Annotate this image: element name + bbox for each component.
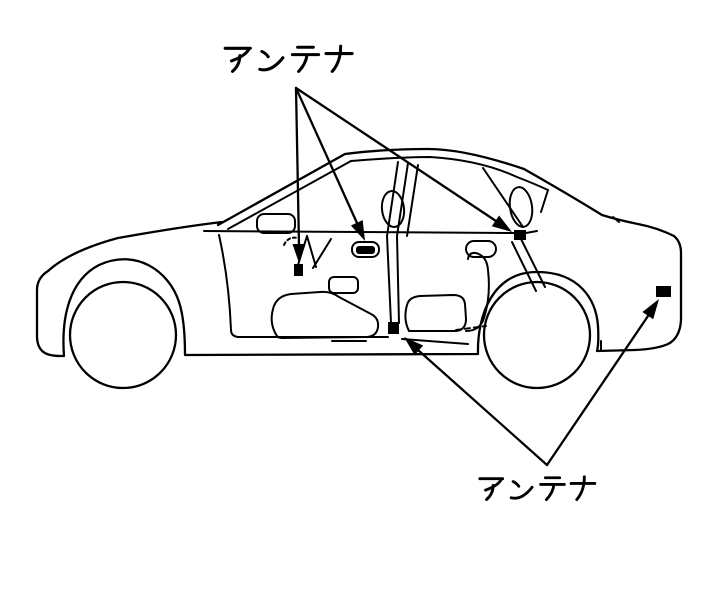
antenna-markers [294, 230, 671, 334]
rear-shelf-tick [525, 230, 538, 234]
car-body-outline [35, 147, 683, 390]
glyph-a [223, 46, 252, 73]
glyph-te [539, 476, 566, 502]
b-pillar-line-3 [406, 164, 419, 237]
rear-tire [482, 280, 592, 390]
antenna-marker-rear-shelf [514, 230, 526, 240]
arrow-to-door-handle-antenna [294, 86, 365, 241]
antenna-marker-pillar-base [388, 322, 399, 334]
front-tire [68, 280, 178, 390]
c-pillar-body-line-1 [520, 238, 546, 288]
arrow-to-rear-bumper-antenna [545, 299, 659, 467]
b-pillar-lower-1 [386, 235, 392, 324]
glyph-te [290, 45, 321, 73]
rear-door-handle [465, 240, 497, 258]
rear-door-bottom [401, 338, 469, 345]
arrow-to-front-floor-antenna [292, 86, 306, 263]
front-seat-armrest [328, 276, 359, 294]
wiper-stroke-3 [312, 238, 332, 269]
glyph-a [478, 477, 505, 502]
glyph-n [509, 480, 534, 500]
front-door-handle [351, 241, 380, 258]
rear-glass-edge [540, 189, 549, 213]
arrow-to-pillar-base-antenna [404, 337, 549, 467]
trunk-seam-tick [612, 216, 620, 223]
glyph-na [324, 44, 354, 73]
rear-seat-cushion [404, 294, 467, 332]
antenna-label-bottom: アンテナ [475, 473, 594, 503]
glyph-n [258, 49, 285, 72]
arrow-to-rear-shelf-antenna [294, 86, 512, 232]
glyph-na [569, 475, 597, 502]
rear-headrest [508, 186, 534, 228]
front-seat [270, 290, 380, 339]
front-door-leading-edge [218, 234, 239, 338]
b-pillar-lower-2 [396, 235, 400, 324]
wiper-stroke-2 [306, 235, 317, 268]
c-pillar-window-edge [482, 167, 524, 228]
antenna-marker-rear-bumper [656, 286, 671, 297]
interior-lines [270, 186, 534, 339]
c-pillar-body-line-2 [511, 241, 537, 292]
rear-seat-back [465, 251, 490, 332]
side-mirror [256, 213, 296, 234]
body-silhouette [35, 147, 683, 358]
roof-inner-line [350, 156, 549, 191]
antenna-label-top: アンテナ [219, 44, 354, 78]
front-headrest [380, 190, 406, 228]
antenna-label-bottom-glyphs [478, 475, 597, 502]
door-lines [218, 213, 620, 351]
a-pillar-inner [227, 160, 352, 230]
antenna-marker-door-handle [356, 246, 375, 254]
cowl-dashed-arc [283, 236, 299, 246]
greenhouse-lines [203, 156, 549, 324]
antenna-label-top-glyphs [223, 44, 354, 73]
antenna-marker-front-floor [294, 264, 303, 276]
callout-arrows [292, 86, 659, 467]
